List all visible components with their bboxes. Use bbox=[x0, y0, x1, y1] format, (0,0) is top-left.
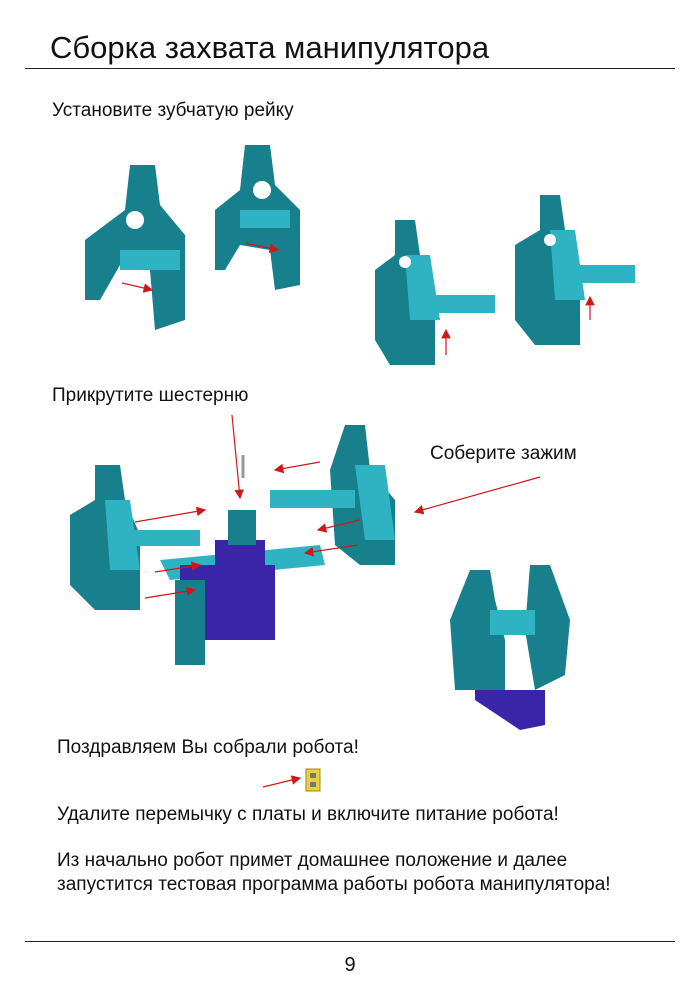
step2-arrows bbox=[134, 414, 541, 788]
footer-divider bbox=[25, 941, 675, 942]
step-screw-gear: Прикрутите шестерню bbox=[52, 385, 249, 406]
info-line-2: запустится тестовая программа работы роб… bbox=[57, 874, 611, 895]
info-line-1: Из начально робот примет домашнее положе… bbox=[57, 850, 568, 871]
gripper-rack-assembled-2 bbox=[515, 195, 635, 345]
gripper-part-1 bbox=[85, 165, 185, 330]
page-number: 9 bbox=[344, 954, 356, 976]
gripper-part-2 bbox=[215, 145, 300, 290]
gripper-rack-assembled-1 bbox=[375, 220, 495, 365]
page-title: Сборка захвата манипулятора bbox=[50, 30, 490, 65]
remove-jumper-text: Удалите перемычку с платы и включите пит… bbox=[57, 804, 559, 825]
gripper-right bbox=[270, 425, 395, 565]
title-divider bbox=[25, 68, 675, 69]
assembled-gripper bbox=[450, 565, 570, 730]
step-assemble-clamp: Соберите зажим bbox=[430, 443, 577, 464]
step-install-rack: Установите зубчатую рейку bbox=[52, 100, 294, 121]
servo-motor bbox=[160, 510, 325, 665]
step1-arrows bbox=[121, 242, 595, 355]
jumper-icon bbox=[305, 768, 321, 792]
congrats-text: Поздравляем Вы собрали робота! bbox=[57, 737, 359, 758]
gripper-left bbox=[70, 465, 200, 610]
